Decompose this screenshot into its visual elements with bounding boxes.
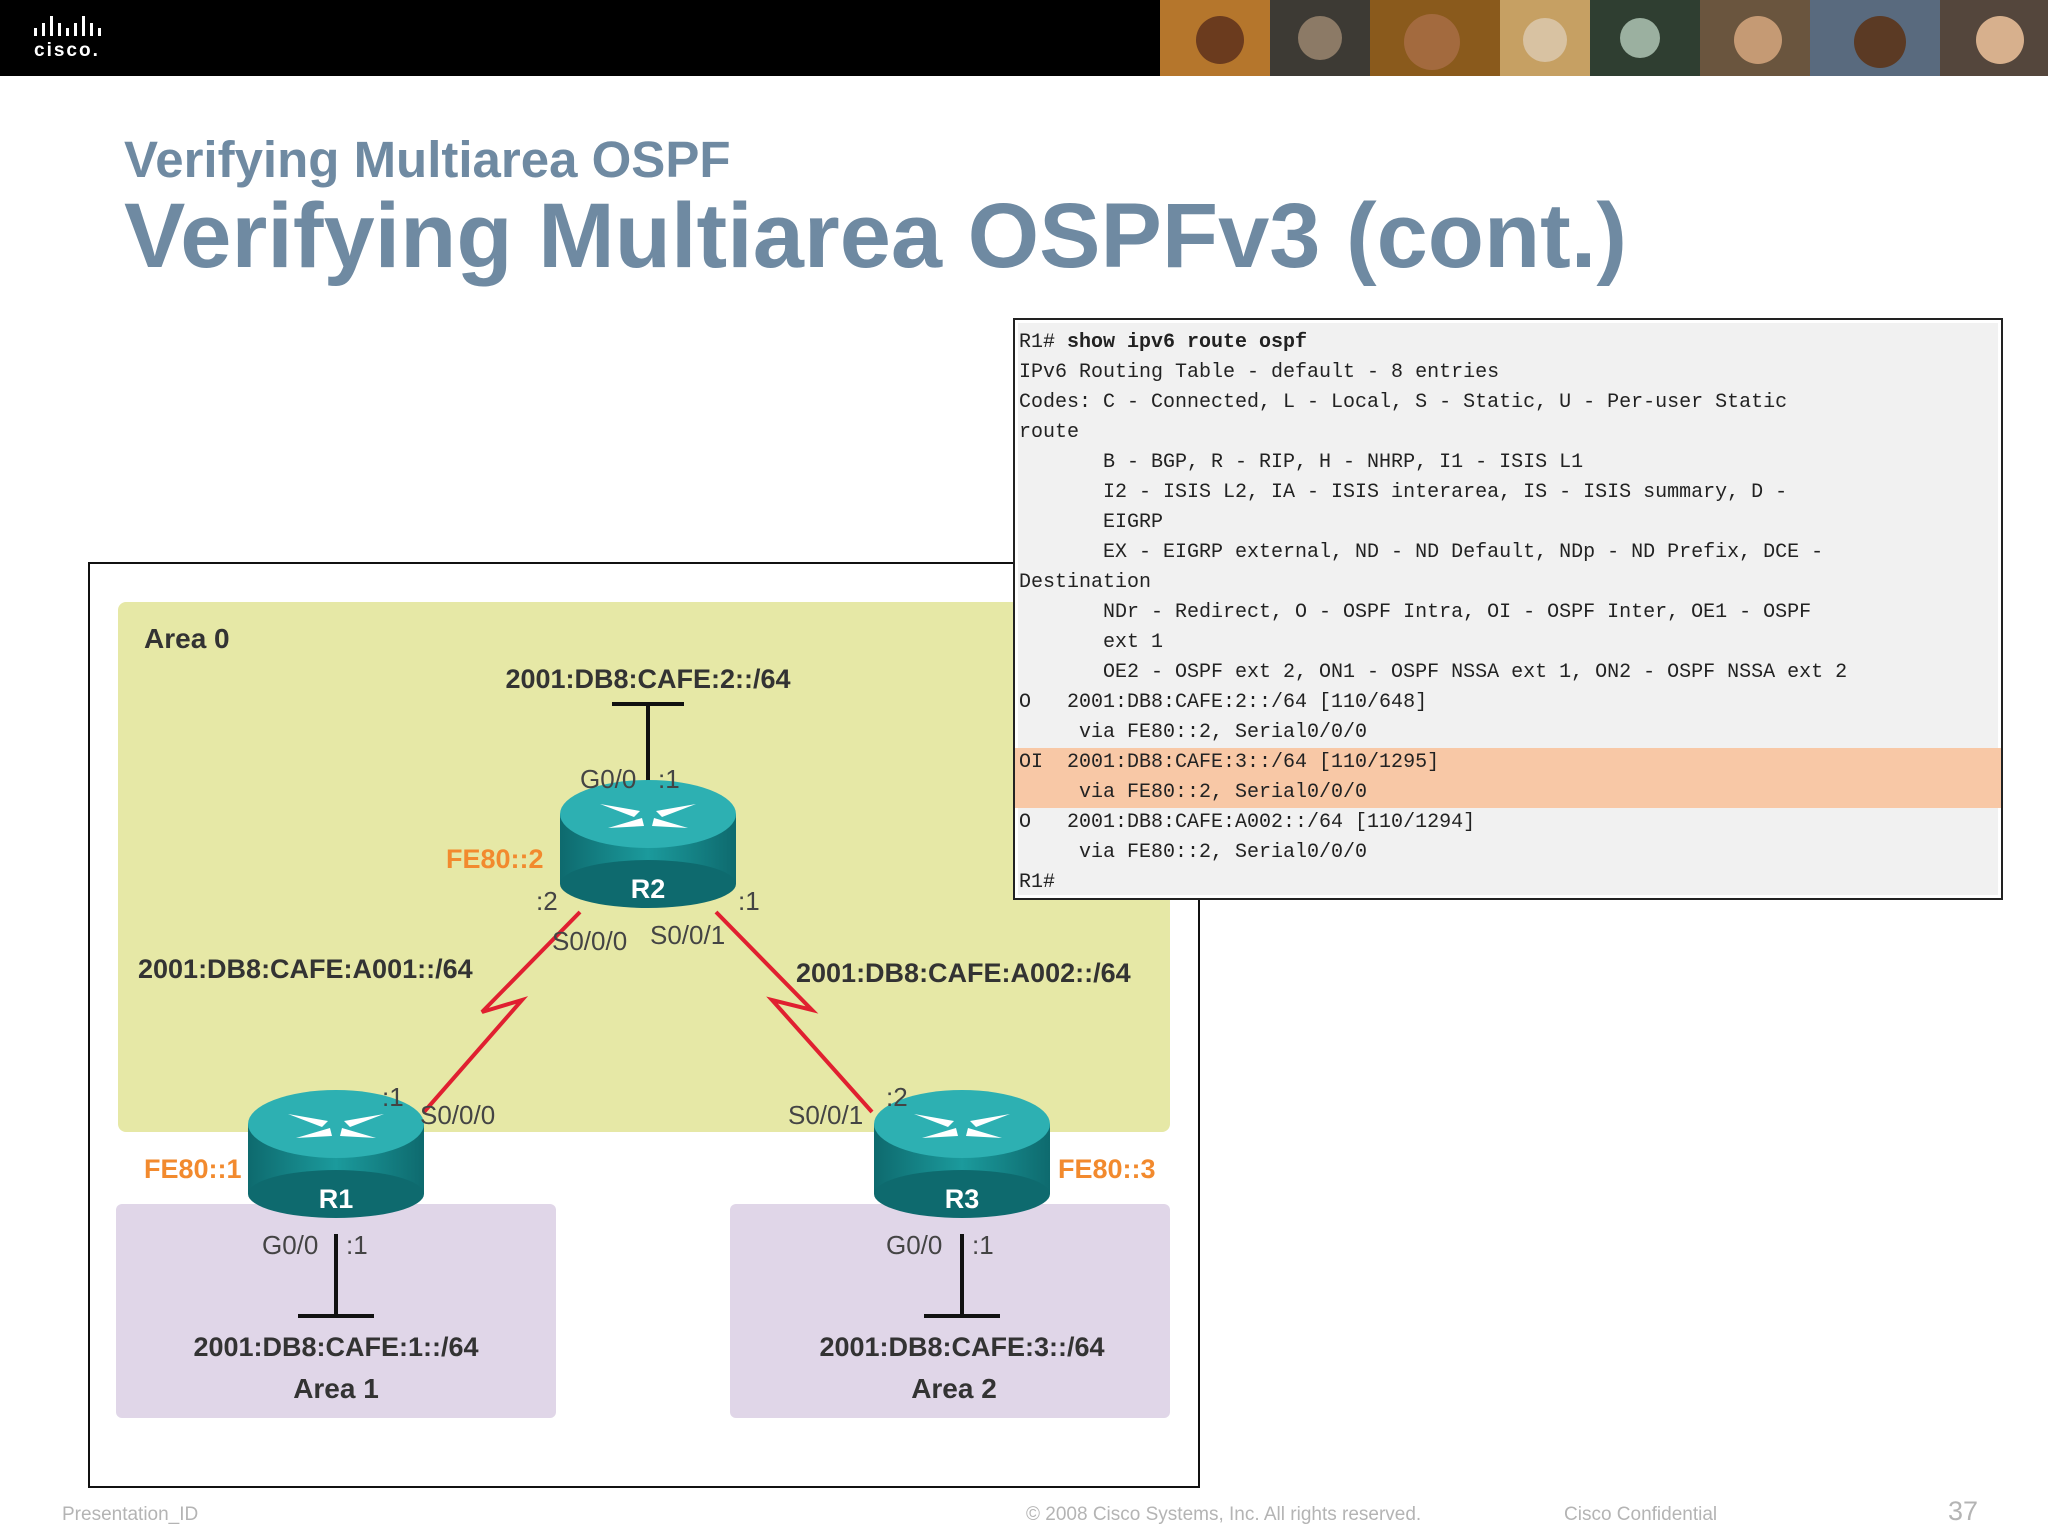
slide-title: Verifying Multiarea OSPFv3 (cont.) xyxy=(124,185,1627,287)
cli-line: via FE80::2, Serial0/0/0 xyxy=(1019,841,1368,864)
r1-s0-host: :1 xyxy=(382,1082,404,1112)
cli-line: Codes: C - Connected, L - Local, S - Sta… xyxy=(1019,391,1788,414)
r2-s0-host: :2 xyxy=(536,886,558,916)
r3-s1-host: :2 xyxy=(886,1082,908,1112)
cli-command: show ipv6 route ospf xyxy=(1055,331,1308,354)
photo-strip xyxy=(1160,0,2048,76)
area-2-label: Area 2 xyxy=(911,1373,997,1404)
cli-line: ext 1 xyxy=(1019,631,1164,654)
r2-lan-network: 2001:DB8:CAFE:2::/64 xyxy=(505,664,790,694)
r2-g0-label: G0/0 xyxy=(580,764,636,794)
r1-s0-label: S0/0/0 xyxy=(420,1100,495,1130)
r3-s1-label: S0/0/1 xyxy=(788,1100,863,1130)
r3-g0-host: :1 xyxy=(972,1230,994,1260)
link-r2-r3-network: 2001:DB8:CAFE:A002::/64 xyxy=(796,958,1131,988)
area-2-zone xyxy=(730,1204,1170,1418)
slide-subtitle: Verifying Multiarea OSPF xyxy=(124,131,731,188)
cli-line: EIGRP xyxy=(1019,511,1164,534)
serial-link-r2-r3 xyxy=(714,910,874,1114)
cli-line: IPv6 Routing Table - default - 8 entries xyxy=(1019,361,1500,384)
page-number: 37 xyxy=(1948,1496,1979,1526)
header-bar: cisco. xyxy=(0,0,2048,76)
cli-command-line: R1# show ipv6 route ospf xyxy=(1019,328,2001,358)
router-r2[interactable]: R2 xyxy=(560,780,736,908)
router-r2-name: R2 xyxy=(631,874,666,904)
area-0-label: Area 0 xyxy=(144,623,230,654)
cli-line: via FE80::2, Serial0/0/0 xyxy=(1015,778,2001,808)
area-1-label: Area 1 xyxy=(293,1373,379,1404)
router-r1-name: R1 xyxy=(319,1184,354,1214)
router-r3[interactable]: R3 xyxy=(874,1090,1050,1218)
r1-lan-network: 2001:DB8:CAFE:1::/64 xyxy=(193,1332,478,1362)
cli-line: O 2001:DB8:CAFE:A002::/64 [110/1294] xyxy=(1019,811,1476,834)
r2-s1-label: S0/0/1 xyxy=(650,920,725,950)
r3-link-local: FE80::3 xyxy=(1058,1154,1156,1184)
r2-s1-host: :1 xyxy=(738,886,760,916)
cli-end-prompt: R1# xyxy=(1019,871,1056,894)
cli-line: I2 - ISIS L2, IA - ISIS interarea, IS - … xyxy=(1019,481,1788,504)
cli-prompt: R1# xyxy=(1019,331,1056,354)
r1-link-local: FE80::1 xyxy=(144,1154,242,1184)
cli-line: route xyxy=(1019,421,1080,444)
cisco-logo-text: cisco. xyxy=(34,40,100,61)
router-r1[interactable]: R1 xyxy=(248,1090,424,1218)
cli-line: via FE80::2, Serial0/0/0 xyxy=(1019,721,1368,744)
r3-g0-label: G0/0 xyxy=(886,1230,942,1260)
link-r1-r2-network: 2001:DB8:CAFE:A001::/64 xyxy=(138,954,473,984)
r3-lan-network: 2001:DB8:CAFE:3::/64 xyxy=(819,1332,1104,1362)
cli-line: OE2 - OSPF ext 2, ON1 - OSPF NSSA ext 1,… xyxy=(1019,661,1848,684)
cli-line: NDr - Redirect, O - OSPF Intra, OI - OSP… xyxy=(1019,601,1812,624)
cisco-logo: cisco. xyxy=(28,12,128,64)
cli-line: O 2001:DB8:CAFE:2::/64 [110/648] xyxy=(1019,691,1428,714)
r1-g0-label: G0/0 xyxy=(262,1230,318,1260)
cli-line: OI 2001:DB8:CAFE:3::/64 [110/1295] xyxy=(1015,748,2001,778)
r2-g0-host: :1 xyxy=(658,764,680,794)
serial-link-r1-r2 xyxy=(422,910,582,1114)
footer-confidential: Cisco Confidential xyxy=(1564,1504,1718,1525)
footer-presentation-id: Presentation_ID xyxy=(62,1504,199,1525)
cli-line: EX - EIGRP external, ND - ND Default, ND… xyxy=(1019,541,1824,564)
r1-g0-host: :1 xyxy=(346,1230,368,1260)
footer-copyright: © 2008 Cisco Systems, Inc. All rights re… xyxy=(1026,1504,1422,1525)
cli-line: B - BGP, R - RIP, H - NHRP, I1 - ISIS L1 xyxy=(1019,451,1584,474)
r2-s0-label: S0/0/0 xyxy=(552,926,627,956)
r2-link-local: FE80::2 xyxy=(446,844,544,874)
cli-line: Destination xyxy=(1019,571,1152,594)
router-r3-name: R3 xyxy=(945,1184,980,1214)
